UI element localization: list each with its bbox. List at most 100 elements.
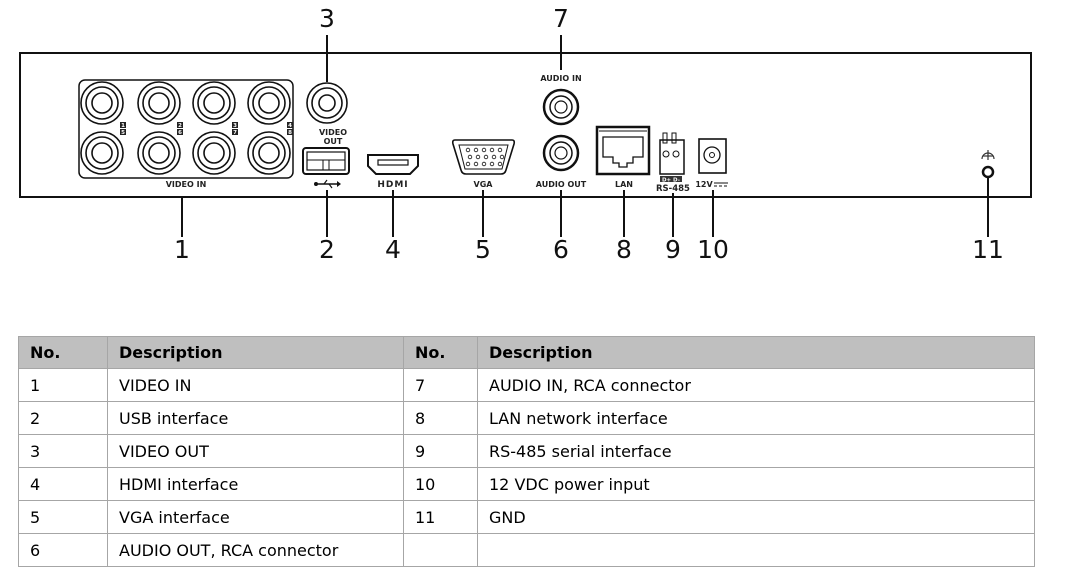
- ground-terminal-icon: [981, 165, 995, 179]
- terminal-block-icon: [659, 132, 685, 175]
- table-row: 3 VIDEO OUT 9 RS-485 serial interface: [18, 434, 1035, 468]
- dc-jack-icon: [698, 138, 727, 174]
- bnc-connector-icon: [80, 131, 124, 175]
- header-description-1: Description: [107, 336, 404, 369]
- bnc-connector-icon: [80, 81, 124, 125]
- vga-port-icon: [451, 139, 516, 175]
- cell-no: 2: [18, 401, 108, 435]
- callout-number-9: 9: [665, 235, 681, 264]
- channel-badge: 2: [177, 122, 183, 129]
- cell-description: 12 VDC power input: [477, 467, 1035, 501]
- audio-out-label: AUDIO OUT: [536, 180, 587, 189]
- channel-badge-label: 1: [121, 123, 125, 129]
- audio-in-rca-icon: [542, 88, 580, 126]
- channel-badge: 6: [177, 129, 183, 136]
- callout-number-4: 4: [385, 235, 401, 264]
- callout-number-8: 8: [616, 235, 632, 264]
- lan-label: LAN: [615, 180, 633, 189]
- cell-description: USB interface: [107, 401, 404, 435]
- channel-badges: 1 2 3 4 5 6 7 8: [120, 122, 293, 136]
- rs485-label: RS-485: [656, 184, 690, 194]
- audio-out-rca-icon: [542, 134, 580, 172]
- video-in-group: [78, 79, 294, 179]
- usb-icon: [314, 179, 341, 189]
- channel-badge: 3: [232, 122, 238, 129]
- cell-description: VGA interface: [107, 500, 404, 534]
- channel-badge-label: 2: [178, 123, 182, 129]
- channel-badge-label: 6: [178, 130, 182, 136]
- video-out-label-line1: VIDEO: [319, 128, 347, 137]
- video-in-bnc-connectors: [80, 81, 291, 175]
- video-in-label: VIDEO IN: [166, 180, 207, 189]
- cell-description: VIDEO IN: [107, 368, 404, 402]
- power-label: 12V: [695, 180, 713, 189]
- bnc-connector-icon: [247, 81, 291, 125]
- rj45-port-icon: [595, 125, 651, 176]
- cell-no: 11: [403, 500, 478, 534]
- cell-no: 1: [18, 368, 108, 402]
- cell-description: [477, 533, 1035, 567]
- table-row: 4 HDMI interface 10 12 VDC power input: [18, 467, 1035, 501]
- channel-badge-label: 7: [233, 130, 237, 136]
- cell-no: 9: [403, 434, 478, 468]
- channel-badge: 4: [287, 122, 293, 129]
- callout-number-5: 5: [475, 235, 491, 264]
- table-header-row: No. Description No. Description: [18, 336, 1035, 369]
- video-out-label-line2: OUT: [324, 137, 343, 146]
- cell-description: HDMI interface: [107, 467, 404, 501]
- channel-badge-label: 3: [233, 123, 237, 129]
- bnc-connector-icon: [137, 81, 181, 125]
- callout-number-1: 1: [174, 235, 190, 264]
- interface-description-table: No. Description No. Description 1 VIDEO …: [18, 336, 1035, 567]
- cell-no: 3: [18, 434, 108, 468]
- channel-badge-label: 5: [121, 130, 125, 136]
- channel-badge: 7: [232, 129, 238, 136]
- vga-label: VGA: [474, 180, 494, 189]
- channel-badge-label: 8: [288, 130, 292, 136]
- bnc-connector-icon: [192, 131, 236, 175]
- cell-no: [403, 533, 478, 567]
- callout-number-7: 7: [553, 4, 569, 33]
- callout-number-6: 6: [553, 235, 569, 264]
- cell-description: AUDIO OUT, RCA connector: [107, 533, 404, 567]
- callout-number-10: 10: [697, 235, 729, 264]
- cell-no: 5: [18, 500, 108, 534]
- callout-number-2: 2: [319, 235, 335, 264]
- callout-number-3: 3: [319, 4, 335, 33]
- header-description-2: Description: [477, 336, 1035, 369]
- usb-port-icon: [302, 147, 350, 175]
- header-no-1: No.: [18, 336, 108, 369]
- cell-no: 4: [18, 467, 108, 501]
- table-row: 6 AUDIO OUT, RCA connector: [18, 533, 1035, 567]
- callout-number-11: 11: [972, 235, 1004, 264]
- cell-no: 8: [403, 401, 478, 435]
- table-row: 2 USB interface 8 LAN network interface: [18, 401, 1035, 435]
- hdmi-label: HDMI: [377, 180, 408, 190]
- video-out-bnc-icon: [306, 82, 348, 124]
- cell-no: 10: [403, 467, 478, 501]
- callout-leader-lines: [181, 35, 989, 237]
- table-row: 1 VIDEO IN 7 AUDIO IN, RCA connector: [18, 368, 1035, 402]
- cell-description: RS-485 serial interface: [477, 434, 1035, 468]
- bnc-connector-icon: [247, 131, 291, 175]
- cell-description: AUDIO IN, RCA connector: [477, 368, 1035, 402]
- cell-description: VIDEO OUT: [107, 434, 404, 468]
- header-no-2: No.: [403, 336, 478, 369]
- channel-badge: 1: [120, 122, 126, 129]
- dc-symbol-icon: [714, 182, 728, 187]
- cell-description: LAN network interface: [477, 401, 1035, 435]
- rs485-pin-label: D+ D-: [662, 178, 680, 184]
- cell-no: 6: [18, 533, 108, 567]
- hdmi-port-icon: [367, 154, 419, 175]
- cell-no: 7: [403, 368, 478, 402]
- channel-badge: 5: [120, 129, 126, 136]
- audio-in-label: AUDIO IN: [540, 74, 581, 83]
- rear-panel-diagram: 1 2 3 4 5 6 7 8 VIDEO IN VIDEO OUT HDMI VGA AUD…: [19, 4, 1032, 264]
- bnc-connector-icon: [137, 131, 181, 175]
- ground-icon: [981, 150, 995, 160]
- bnc-connector-icon: [192, 81, 236, 125]
- channel-badge: 8: [287, 129, 293, 136]
- channel-badge-label: 4: [288, 123, 292, 129]
- rs485-pin-label-bg: [660, 176, 682, 182]
- table-row: 5 VGA interface 11 GND: [18, 500, 1035, 534]
